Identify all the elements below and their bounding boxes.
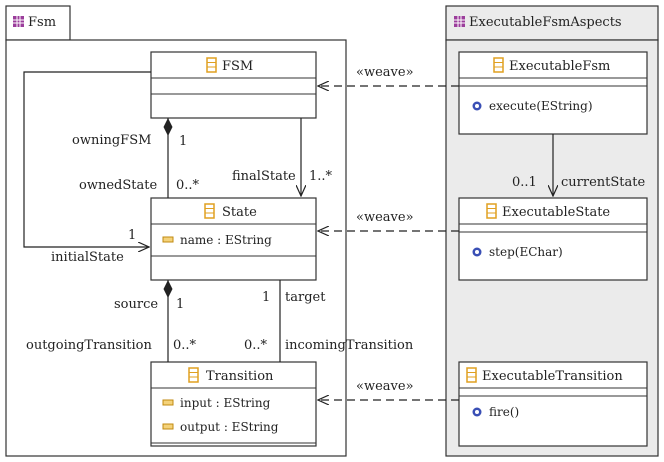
role-current-state: currentState [561,175,645,190]
mult-current-state: 0..1 [512,175,537,190]
mult-outgoing-transition: 0..* [173,338,197,353]
mult-target: 1 [262,290,270,305]
weave-label: «weave» [356,379,414,394]
role-owning-fsm: owningFSM [72,133,151,148]
attribute-name: name : EString [180,233,272,247]
weave-dependency-state[interactable]: «weave» [318,210,459,231]
package-aspects-tab [445,5,659,41]
mult-source: 1 [176,297,184,312]
operation-execute: execute(EString) [489,99,593,113]
package-icon [13,16,24,27]
association-final-state[interactable]: finalState 1..* [232,118,333,196]
package-fsm-name: Fsm [28,15,56,30]
class-fsm-name: FSM [222,59,253,74]
association-incoming-transition[interactable]: 1 target 0..* incomingTransition [244,280,414,362]
association-outgoing-transition[interactable]: source 1 outgoingTransition 0..* [26,280,197,362]
class-transition[interactable]: Transition input : EString output : EStr… [150,361,317,447]
association-owned-state[interactable]: owningFSM 1 ownedState 0..* [72,118,200,198]
composition-diamond [163,280,173,298]
package-aspects-name: ExecutableFsmAspects [469,15,622,30]
package-icon [454,16,465,27]
association-current-state[interactable]: 0..1 currentState [512,134,645,196]
operation-icon [472,247,482,257]
class-icon [188,367,199,383]
role-incoming-transition: incomingTransition [285,338,414,353]
role-outgoing-transition: outgoingTransition [26,338,152,353]
operation-step: step(EChar) [489,245,563,259]
operation-icon [472,407,482,417]
mult-owned-state: 0..* [176,178,200,193]
role-source: source [114,297,158,312]
class-icon [466,367,477,383]
weave-label: «weave» [356,210,414,225]
operation-fire: fire() [489,405,519,419]
class-executable-transition[interactable]: ExecutableTransition fire() [458,361,648,447]
operation-icon [472,101,482,111]
class-executable-fsm-name: ExecutableFsm [509,59,610,74]
role-initial-state: initialState [51,250,124,265]
weave-dependency-fsm[interactable]: «weave» [318,65,459,86]
weave-dependency-transition[interactable]: «weave» [318,379,459,400]
class-executable-fsm[interactable]: ExecutableFsm execute(EString) [458,51,648,135]
class-icon [206,57,217,73]
role-owned-state: ownedState [79,178,157,193]
mult-initial-state: 1 [128,228,136,243]
class-state[interactable]: State name : EString [150,197,317,281]
class-executable-state[interactable]: ExecutableState step(EChar) [458,197,648,281]
role-final-state: finalState [232,169,296,184]
class-icon [204,203,215,219]
attribute-icon [162,423,174,430]
attribute-output: output : EString [180,420,279,434]
mult-final-state: 1..* [309,169,333,184]
composition-diamond [163,118,173,136]
attribute-icon [162,399,174,406]
mult-incoming-transition: 0..* [244,338,268,353]
role-target: target [285,290,326,305]
attribute-icon [162,236,174,243]
association-initial-state[interactable]: 1 initialState [23,71,151,265]
mult-owning-fsm: 1 [179,134,187,149]
class-icon [493,57,504,73]
weave-label: «weave» [356,65,414,80]
class-fsm[interactable]: FSM [150,51,317,119]
class-transition-name: Transition [206,369,274,384]
attribute-input: input : EString [180,396,271,410]
class-icon [486,203,497,219]
class-executable-transition-name: ExecutableTransition [482,369,623,384]
class-executable-state-name: ExecutableState [502,205,610,220]
class-state-name: State [222,205,257,220]
